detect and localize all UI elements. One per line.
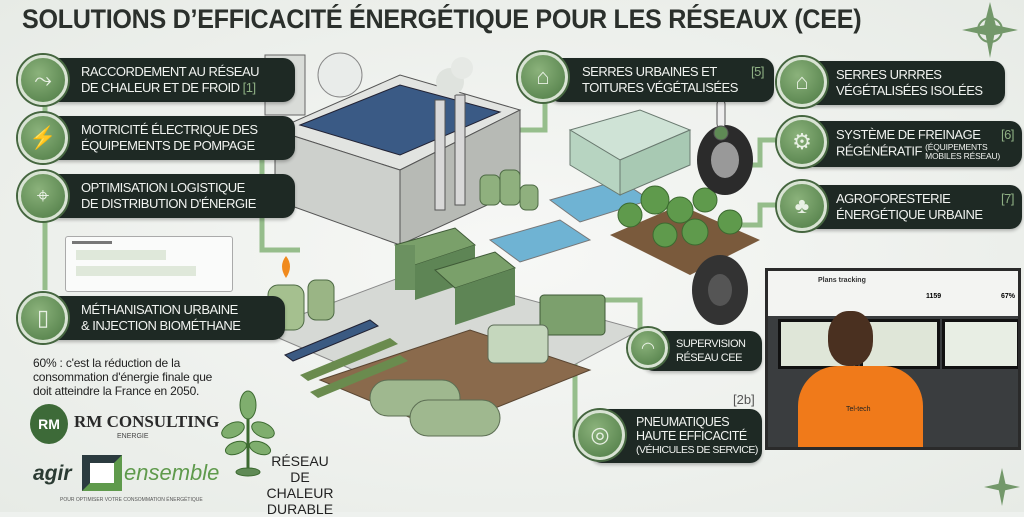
- item-ref: [2b]: [733, 392, 755, 407]
- item-line: PNEUMATIQUES: [636, 415, 730, 429]
- item-line: MÉTHANISATION URBAINE: [81, 302, 238, 317]
- item-ref: [6]: [1001, 127, 1014, 142]
- rm-consulting-sub: ENERGIE: [117, 433, 149, 440]
- monitor: [942, 319, 1018, 369]
- reseau-label: RÉSEAU DE CHALEUR DURABLE: [255, 453, 345, 517]
- van: [487, 324, 549, 364]
- truck: [539, 294, 606, 336]
- wall-dashboard: Plans tracking 1159 67%: [768, 271, 1018, 316]
- item-methanisation[interactable]: MÉTHANISATION URBAINE& INJECTION BIOMÉTH…: [45, 296, 285, 340]
- house-thermometer-icon: ⌂: [777, 57, 827, 107]
- item-ref: [7]: [1001, 191, 1014, 206]
- item-line: DE DISTRIBUTION D'ÉNERGIE: [81, 196, 256, 211]
- gauge-icon: ◠: [628, 328, 668, 368]
- agir-logo-right: ensemble: [124, 460, 220, 485]
- control-room-photo: Plans tracking 1159 67% Tel-tech: [765, 268, 1021, 450]
- item-line: VÉGÉTALISÉES ISOLÉES: [836, 83, 983, 98]
- item-line: HAUTE EFFICACITÉ: [636, 429, 747, 443]
- page-title: SOLUTIONS D’EFFICACITÉ ÉNERGÉTIQUE POUR …: [22, 4, 862, 34]
- item-line: TOITURES VÉGÉTALISÉES: [582, 80, 738, 95]
- item-line: MOTRICITÉ ÉLECTRIQUE DES: [81, 122, 258, 137]
- rm-consulting-logo: RM CONSULTING: [74, 412, 220, 431]
- reseau-label-line: RÉSEAU: [271, 453, 329, 469]
- compass-icon-small: [984, 468, 1020, 506]
- compass-icon: [962, 2, 1018, 58]
- dashboard-stat: 67%: [1001, 293, 1016, 300]
- route-icon: ⌖: [18, 171, 68, 221]
- item-line: (VÉHICULES DE SERVICE): [636, 444, 758, 456]
- stat-note: 60% : c'est la réduction de la consommat…: [33, 356, 213, 398]
- tire-icon: ◎: [575, 410, 625, 460]
- person-shirt: Tel-tech: [798, 366, 923, 447]
- item-line: AGROFORESTERIE: [836, 191, 951, 206]
- item-line: RÉGÉNÉRATIF: [836, 143, 923, 159]
- item-line: & INJECTION BIOMÉTHANE: [81, 318, 241, 333]
- item-line: SYSTÈME DE FREINAGE: [836, 127, 981, 142]
- water-basin: [488, 219, 592, 263]
- reseau-label-line: DE CHALEUR: [266, 469, 334, 501]
- agir-logo-tagline: POUR OPTIMISER VOTRE CONSOMMATION ÉNERGÉ…: [60, 497, 203, 503]
- pipe-icon: ⤳: [18, 55, 68, 105]
- plant-icon: [221, 390, 275, 477]
- dashboard-stat: 1159: [926, 293, 942, 300]
- item-line: ÉQUIPEMENTS DE POMPAGE: [81, 138, 255, 153]
- dashboard-title: Plans tracking: [818, 277, 866, 284]
- item-line: RÉSEAU CEE: [676, 352, 742, 364]
- gas-cylinder-icon: ▯: [18, 293, 68, 343]
- item-ref: [1]: [242, 80, 256, 95]
- item-line: SERRES URRRES: [836, 67, 942, 82]
- reseau-label-line: DURABLE: [266, 501, 334, 517]
- battery-icon: ⚡: [18, 113, 68, 163]
- tanks: [369, 379, 501, 437]
- person-head: [828, 311, 873, 366]
- item-line: SERRES URBAINES ET: [582, 64, 717, 79]
- item-line: ÉNERGÉTIQUE URBAINE: [836, 207, 983, 222]
- item-line: SUPERVISION: [676, 338, 746, 350]
- shirt-logo-text: Tel-tech: [846, 406, 871, 413]
- item-subnote: (ÉQUIPEMENTS MOBILES RÉSEAU): [925, 142, 1001, 161]
- tree-icon: ♣: [777, 181, 827, 231]
- chimney: [434, 99, 446, 211]
- greenhouse-icon: ⌂: [518, 52, 568, 102]
- item-line: DE CHALEUR ET DE FROID: [81, 80, 240, 95]
- wheel-icon: ⚙: [777, 117, 827, 167]
- item-ref: [5]: [751, 64, 764, 79]
- item-line: RACCORDEMENT AU RÉSEAU: [81, 64, 260, 79]
- agir-ensemble-logo-mark: [82, 455, 122, 491]
- rm-consulting-logo-icon: RM: [30, 404, 68, 444]
- agir-logo-left: agir: [33, 462, 72, 485]
- item-line: OPTIMISATION LOGISTIQUE: [81, 180, 245, 195]
- dashboard-thumbnail: [65, 236, 233, 292]
